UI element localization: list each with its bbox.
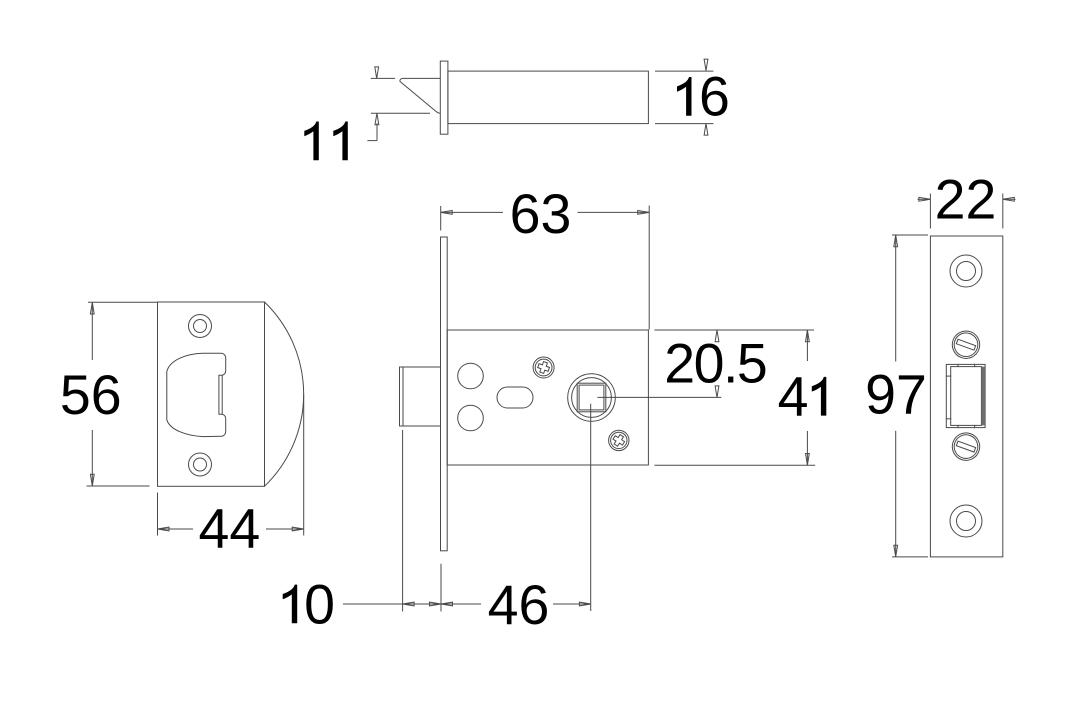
svg-text:20.5: 20.5: [664, 333, 766, 395]
svg-text:22: 22: [935, 168, 997, 230]
svg-text:97: 97: [865, 363, 927, 425]
svg-text:4: 4: [778, 366, 809, 428]
svg-text:6: 6: [699, 66, 730, 128]
svg-text:56: 56: [60, 364, 122, 426]
svg-text:63: 63: [510, 183, 572, 245]
svg-text:46: 46: [488, 574, 550, 636]
svg-text:0: 0: [304, 573, 335, 635]
svg-text:44: 44: [199, 498, 261, 560]
